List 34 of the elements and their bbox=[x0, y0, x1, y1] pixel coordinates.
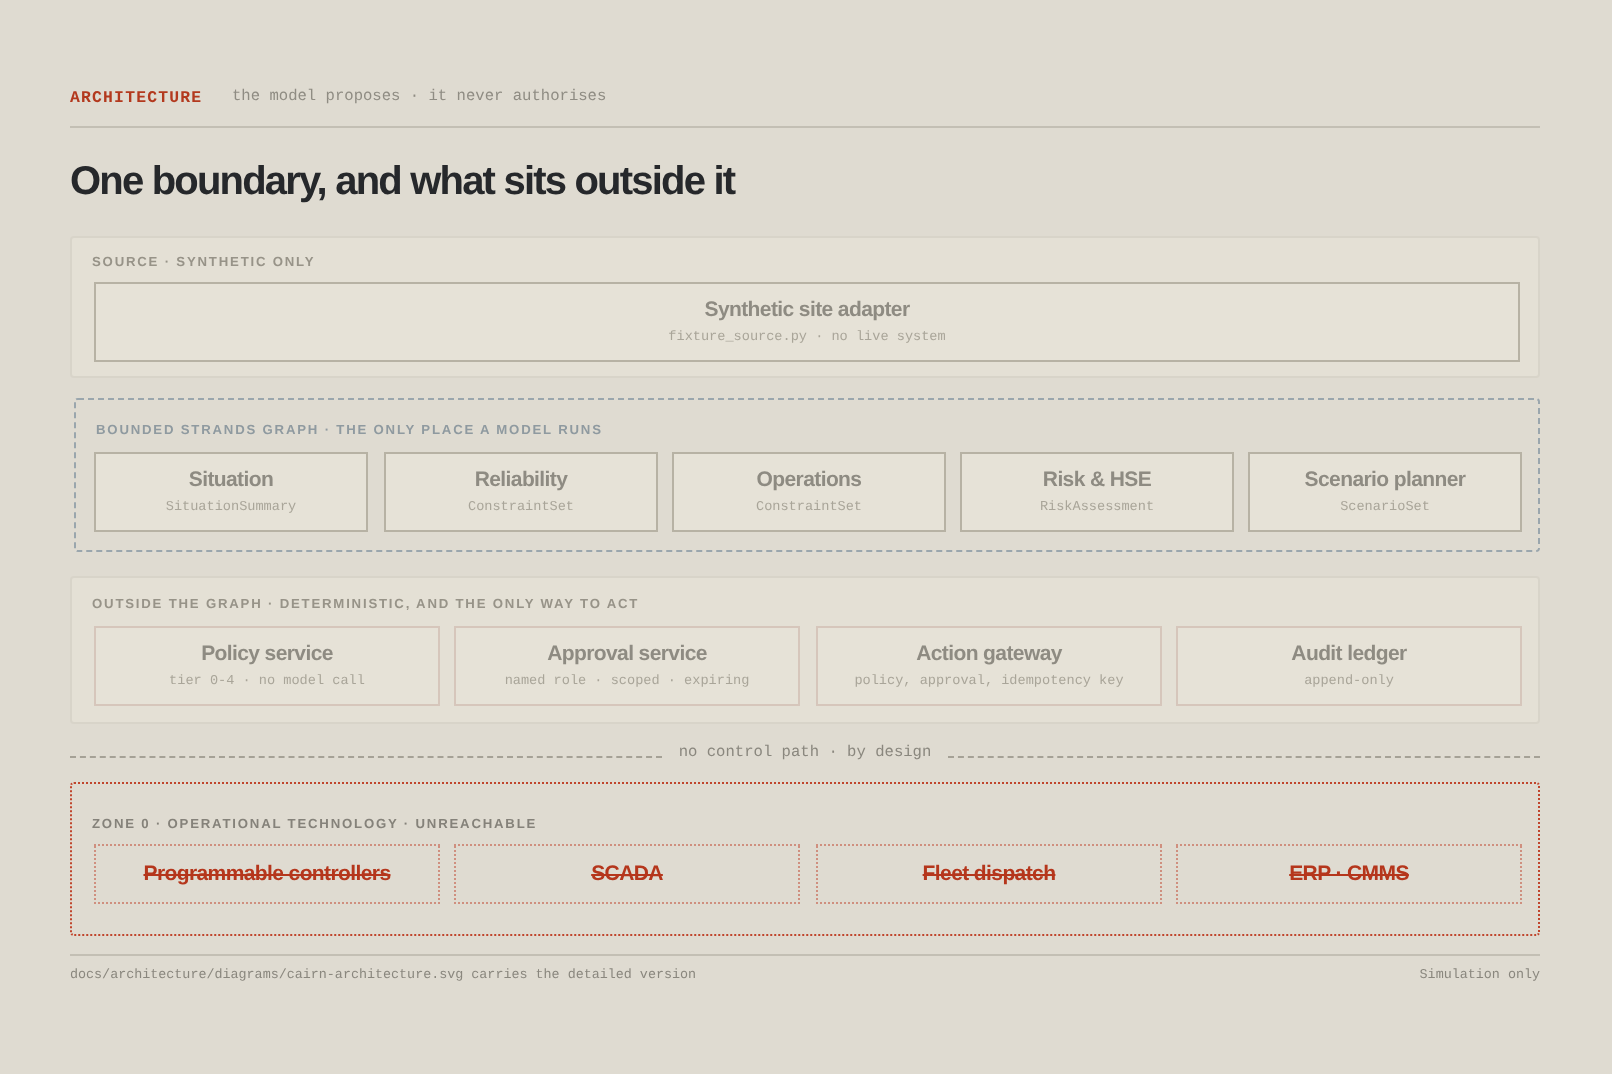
struck-system-name: SCADA bbox=[591, 862, 663, 886]
component-name: Action gateway bbox=[916, 642, 1062, 666]
struck-system-name: Fleet dispatch bbox=[922, 862, 1056, 886]
component-name: Scenario planner bbox=[1304, 468, 1466, 492]
component-box bbox=[960, 452, 1234, 532]
section-panel bbox=[70, 576, 1540, 724]
component-box bbox=[384, 452, 658, 532]
eyebrow-label: ARCHITECTURE bbox=[70, 90, 203, 110]
blocked-system-box bbox=[1176, 844, 1522, 904]
struck-system-name: ERP · CMMS bbox=[1289, 862, 1409, 886]
dashed-boundary bbox=[74, 398, 1540, 552]
component-name: Risk & HSE bbox=[1042, 468, 1152, 492]
component-box bbox=[816, 626, 1162, 706]
component-box bbox=[1248, 452, 1522, 532]
component-box bbox=[1176, 626, 1522, 706]
component-name: Audit ledger bbox=[1291, 642, 1407, 666]
component-box bbox=[94, 452, 368, 532]
page-title: One boundary, and what sits outside it bbox=[70, 160, 735, 206]
blocked-system-box bbox=[94, 844, 440, 904]
component-box bbox=[454, 626, 800, 706]
section-panel bbox=[70, 236, 1540, 378]
component-name: Approval service bbox=[547, 642, 707, 666]
dotted-boundary bbox=[70, 782, 1540, 936]
component-name: Policy service bbox=[201, 642, 333, 666]
component-box bbox=[94, 282, 1520, 362]
component-box bbox=[672, 452, 946, 532]
component-name: Operations bbox=[756, 468, 862, 492]
component-name: Synthetic site adapter bbox=[704, 298, 910, 322]
component-box bbox=[94, 626, 440, 706]
component-name: Situation bbox=[188, 468, 274, 492]
component-name: Reliability bbox=[474, 468, 568, 492]
struck-system-name: Programmable controllers bbox=[143, 862, 391, 886]
blocked-system-box bbox=[454, 844, 800, 904]
blocked-system-box bbox=[816, 844, 1162, 904]
